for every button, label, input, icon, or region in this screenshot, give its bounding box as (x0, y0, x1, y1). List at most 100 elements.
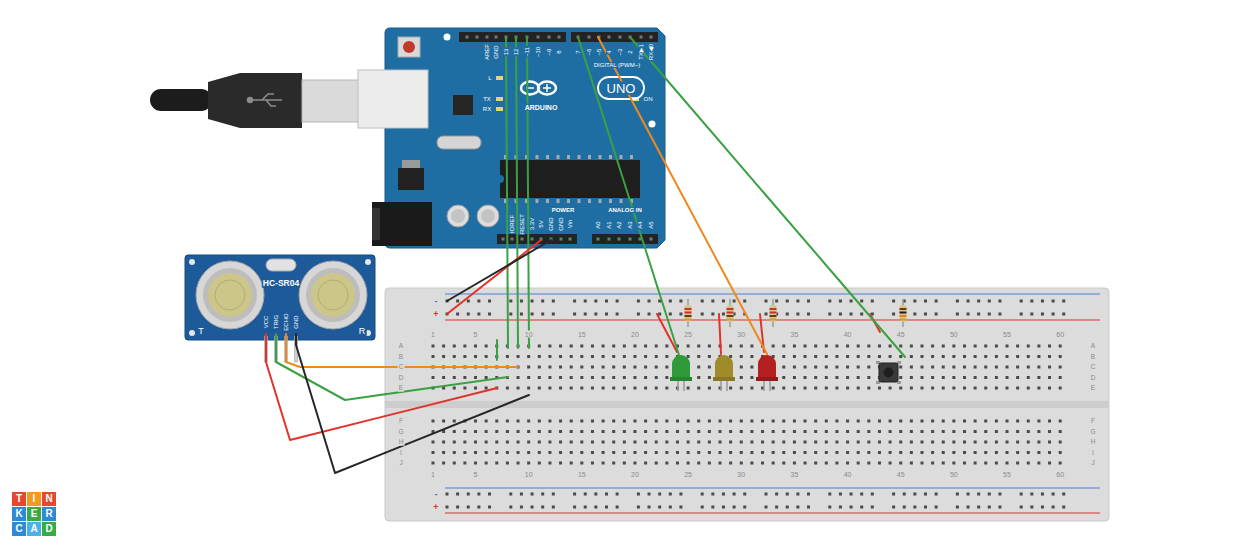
led-symbol (670, 355, 692, 391)
breadboard-hole (612, 451, 615, 454)
logo-tile: A (27, 522, 41, 536)
breadboard-hole (995, 441, 998, 444)
breadboard-hole (804, 355, 807, 358)
breadboard-hole (931, 451, 934, 454)
breadboard-hole (782, 441, 785, 444)
breadboard-hole (786, 493, 789, 496)
breadboard-hole (804, 376, 807, 379)
breadboard-hole (697, 366, 700, 369)
breadboard-hole (857, 366, 860, 369)
breadboard-hole (765, 506, 768, 509)
breadboard-hole (548, 441, 551, 444)
breadboard-hole (988, 493, 991, 496)
pin-label: TX▶1 (638, 43, 644, 61)
breadboard-hole (995, 345, 998, 348)
breadboard-hole (995, 355, 998, 358)
breadboard-hole (541, 493, 544, 496)
breadboard-hole (942, 451, 945, 454)
breadboard-hole (910, 420, 913, 423)
breadboard-hole (584, 493, 587, 496)
breadboard-hole (920, 376, 923, 379)
breadboard-hole (729, 387, 732, 390)
breadboard-hole (733, 300, 736, 303)
transducer-mesh-ring (215, 280, 245, 310)
center-channel (385, 401, 1109, 408)
breadboard-hole (665, 451, 668, 454)
breadboard-hole (485, 420, 488, 423)
pin-label: GND (558, 216, 564, 231)
breadboard-hole (655, 387, 658, 390)
header-pin (548, 36, 551, 39)
breadboard-label: 55 (1002, 471, 1012, 478)
header-pin (618, 238, 621, 241)
breadboard-hole (655, 366, 658, 369)
breadboard-label: G (1089, 428, 1096, 435)
breadboard-hole (432, 376, 435, 379)
breadboard-hole (708, 355, 711, 358)
breadboard-hole (708, 420, 711, 423)
breadboard-hole (495, 441, 498, 444)
breadboard-hole (559, 451, 562, 454)
breadboard-hole (878, 420, 881, 423)
breadboard-label: 45 (896, 471, 906, 478)
wire-lead (528, 288, 530, 348)
breadboard-hole (665, 345, 668, 348)
breadboard-hole (570, 430, 573, 433)
breadboard-hole (446, 493, 449, 496)
breadboard-hole (623, 345, 626, 348)
mounting-hole (365, 259, 371, 265)
logo-letter: T (15, 494, 23, 504)
breadboard-hole (697, 451, 700, 454)
breadboard-hole (474, 345, 477, 348)
breadboard-hole (655, 420, 658, 423)
breadboard-hole (910, 430, 913, 433)
breadboard-hole (701, 493, 704, 496)
breadboard-hole (924, 506, 927, 509)
breadboard-hole (432, 345, 435, 348)
status-led (496, 107, 503, 111)
breadboard-hole (538, 345, 541, 348)
breadboard-hole (602, 366, 605, 369)
breadboard-hole (517, 451, 520, 454)
breadboard-hole (658, 493, 661, 496)
breadboard-hole (477, 506, 480, 509)
pin-label: 3.3V (529, 217, 535, 231)
breadboard-hole (1037, 376, 1040, 379)
breadboard-hole (793, 345, 796, 348)
breadboard-hole (952, 387, 955, 390)
breadboard-hole (793, 420, 796, 423)
resistor-band (770, 308, 777, 310)
jumper-wire (496, 340, 498, 360)
breadboard-hole (687, 462, 690, 465)
breadboard-hole (722, 313, 725, 316)
transducer-mesh-ring (318, 280, 348, 310)
breadboard-hole (846, 430, 849, 433)
breadboard-hole (772, 462, 775, 465)
breadboard-hole (804, 387, 807, 390)
resistor-symbol (900, 299, 907, 327)
breadboard-hole (782, 462, 785, 465)
pin-label: 2 (627, 49, 633, 54)
breadboard-hole (967, 300, 970, 303)
breadboard-hole (942, 376, 945, 379)
breadboard-hole (1062, 300, 1065, 303)
rail-line-positive (445, 320, 1100, 321)
breadboard-hole (676, 462, 679, 465)
breadboard-hole (616, 313, 619, 316)
breadboard-hole (825, 355, 828, 358)
breadboard-hole (1059, 441, 1062, 444)
breadboard-hole (814, 420, 817, 423)
breadboard-hole (835, 366, 838, 369)
breadboard-hole (772, 451, 775, 454)
breadboard-hole (644, 420, 647, 423)
breadboard-hole (740, 420, 743, 423)
regulator-tab (402, 160, 420, 168)
breadboard-hole (612, 376, 615, 379)
breadboard-hole (463, 387, 466, 390)
breadboard-hole (602, 355, 605, 358)
breadboard-hole (580, 345, 583, 348)
resistor-band (770, 315, 777, 317)
breadboard-hole (1048, 430, 1051, 433)
breadboard-holes (432, 300, 1066, 509)
breadboard-label: 50 (949, 331, 959, 338)
